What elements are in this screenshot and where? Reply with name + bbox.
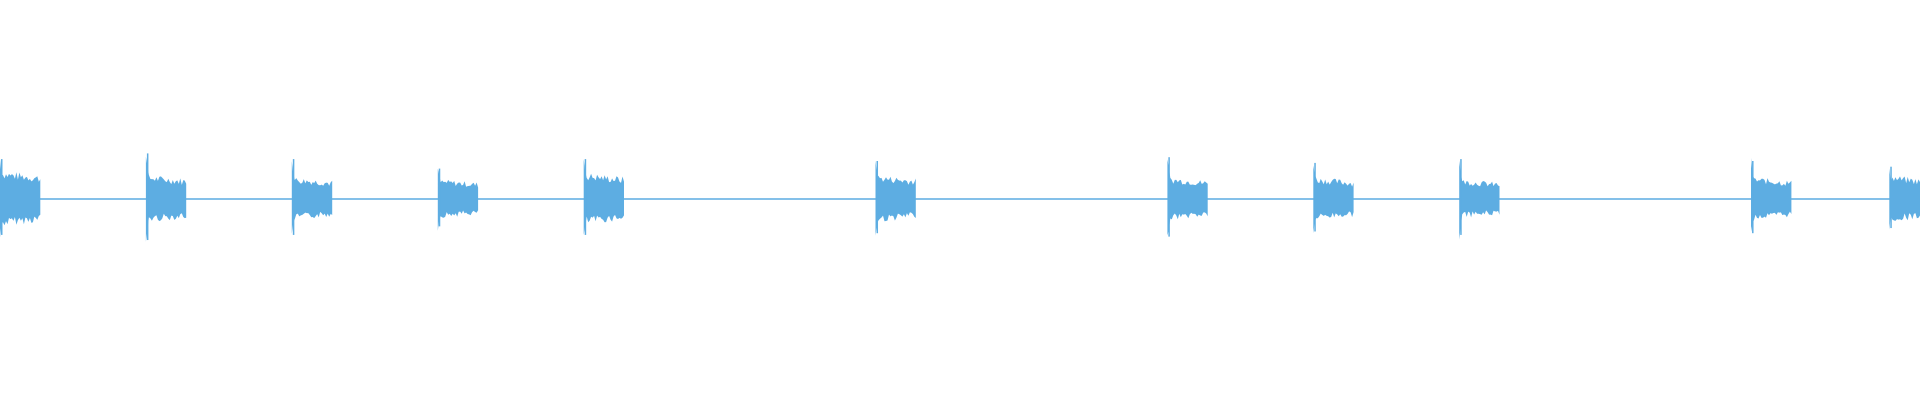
waveform-burst-9 <box>1459 160 1500 240</box>
waveform-burst-6 <box>875 160 916 236</box>
waveform-attack-spike-7 <box>1168 157 1170 237</box>
waveform-burst-2 <box>145 156 187 242</box>
waveform-attack-spike-9 <box>1460 159 1462 235</box>
waveform-burst-11 <box>1889 168 1920 230</box>
noise-floor-line <box>0 198 1920 200</box>
waveform-attack-spike-1 <box>1 159 3 235</box>
waveform-burst-4 <box>437 168 479 231</box>
waveform-attack-spike-5 <box>584 159 587 235</box>
waveform-attack-spike-10 <box>1752 161 1754 234</box>
waveform-attack-spike-3 <box>292 159 295 235</box>
waveform-burst-1 <box>0 159 41 238</box>
waveform-bursts <box>0 153 1920 242</box>
waveform-attack-spike-8 <box>1314 162 1316 232</box>
waveform-baseline <box>0 198 1920 200</box>
waveform-attack-spike-4 <box>438 168 441 227</box>
waveform-burst-10 <box>1751 158 1792 232</box>
waveform-burst-7 <box>1167 159 1208 236</box>
waveform-burst-5 <box>583 159 624 235</box>
waveform-burst-8 <box>1313 165 1354 234</box>
waveform-attack-spike-6 <box>876 161 879 234</box>
waveform-burst-3 <box>291 161 333 234</box>
waveform-attack-spike-11 <box>1890 166 1892 229</box>
waveform-attack-spike-2 <box>146 153 149 241</box>
